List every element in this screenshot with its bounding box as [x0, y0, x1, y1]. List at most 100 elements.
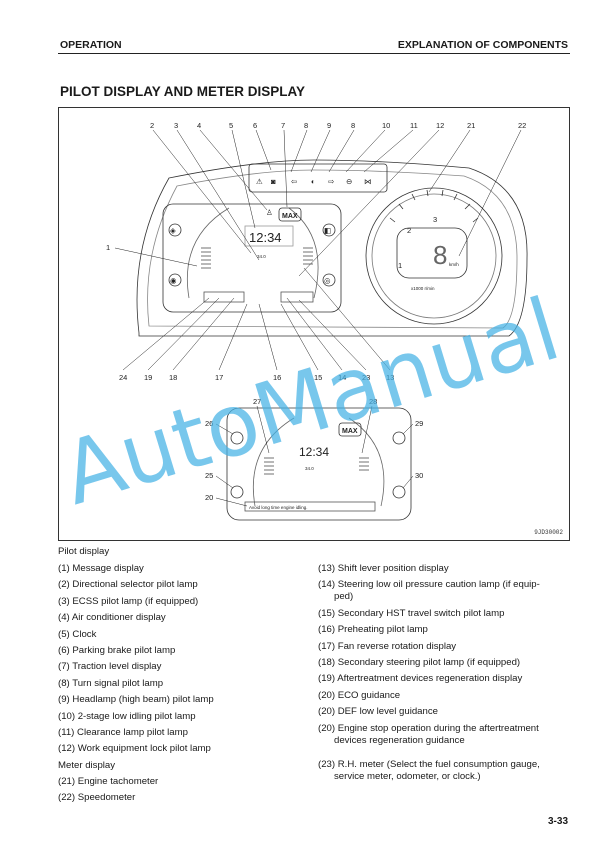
caution-icon: ⚠ — [256, 177, 263, 186]
callout-24: 24 — [119, 373, 127, 382]
callout-19: 19 — [144, 373, 152, 382]
left-item: (12) Work equipment lock pilot lamp — [58, 743, 211, 755]
callout-27: 27 — [253, 397, 261, 406]
left-item: (21) Engine tachometer — [58, 776, 159, 788]
caption-pilot-display: Pilot display — [58, 546, 110, 557]
figure-panel: ⚠ ◙ ⇦ ◐ ⇨ ⊖ ⋈ MAX 12:34 34.0 ♙ ◈ ◉ ◧ ◎ 8… — [58, 107, 570, 541]
left-gauge-bottom-icon: ◉ — [170, 276, 177, 285]
header-rule — [58, 53, 570, 54]
left-item: (22) Speedometer — [58, 792, 136, 804]
figure-code: 9JD30002 — [534, 529, 563, 536]
right-gauge-top-icon: ◧ — [324, 226, 331, 235]
right-item: (17) Fan reverse rotation display — [318, 640, 457, 652]
parking-brake-icon: ◙ — [271, 177, 276, 186]
callout-12: 12 — [436, 121, 444, 130]
header-chapter: EXPLANATION OF COMPONENTS — [397, 39, 568, 51]
left-item: (5) Clock — [58, 628, 97, 640]
callout-29: 29 — [415, 419, 423, 428]
page-number: 3-33 — [547, 816, 568, 827]
instrument-panel-diagram: ⚠ ◙ ⇦ ◐ ⇨ ⊖ ⋈ MAX 12:34 34.0 ♙ ◈ ◉ ◧ ◎ 8… — [106, 121, 528, 521]
left-item: (2) Directional selector pilot lamp — [58, 579, 198, 591]
right-item-list: (13) Shift lever position display (14) S… — [318, 563, 570, 787]
right-item: (18) Secondary steering pilot lamp (if e… — [318, 656, 521, 668]
callout-26: 26 — [205, 419, 213, 428]
right-gauge-top — [322, 223, 336, 237]
clearance-lamp-icon: ⊖ — [346, 177, 352, 186]
tach-mark-2: 2 — [407, 226, 411, 235]
right-item: (20) Engine stop operation during the af… — [318, 722, 539, 734]
clock-text: 12:34 — [249, 230, 282, 245]
right-item-cont: ped) — [334, 591, 354, 603]
callout-16: 16 — [273, 373, 281, 382]
callout-7: 7 — [281, 121, 285, 130]
callout-14: 14 — [338, 373, 346, 382]
max-box — [278, 207, 302, 222]
callout-22: 22 — [518, 121, 526, 130]
headlamp-icon: ◐ — [311, 177, 316, 186]
callout-9: 9 — [327, 121, 331, 130]
left-item: (6) Parking brake pilot lamp — [58, 644, 176, 656]
right-item: (23) R.H. meter (Select the fuel consump… — [318, 758, 540, 770]
bottom-readout-left — [203, 291, 245, 303]
page-title: PILOT DISPLAY AND METER DISPLAY — [60, 84, 306, 99]
right-item: (20) ECO guidance — [318, 689, 401, 701]
left-item-list: (1) Message display (2) Directional sele… — [58, 563, 308, 809]
callout-4: 4 — [197, 121, 201, 130]
header-section: OPERATION — [60, 39, 122, 51]
tach-mark-1: 1 — [398, 261, 402, 270]
callout-13: 13 — [386, 373, 394, 382]
right-item: (14) Steering low oil pressure caution l… — [318, 579, 540, 591]
callout-1: 1 — [106, 243, 110, 252]
pilot-lamp-icons: ⚠ ◙ ⇦ ◐ ⇨ ⊖ ⋈ — [256, 177, 372, 186]
pilot-lamp-row — [248, 163, 388, 193]
bottom-readout-right — [280, 291, 314, 303]
clock-area — [244, 225, 294, 247]
right-gauge-bottom-icon: ◎ — [324, 276, 331, 285]
speed-unit: km/h — [449, 262, 459, 267]
message-text: Avoid long time engine idling. — [249, 505, 307, 510]
speed-window — [396, 227, 468, 279]
callout-25: 25 — [205, 471, 213, 480]
callout-15: 15 — [314, 373, 322, 382]
left-gauge-top-icon: ◈ — [170, 226, 177, 235]
callout-8a: 8 — [304, 121, 308, 130]
callout-23: 23 — [362, 373, 370, 382]
right-item: (19) Aftertreatment devices regeneration… — [318, 673, 523, 685]
tach-mark-3: 3 — [433, 215, 437, 224]
left-gauge-bottom — [168, 273, 182, 287]
callout-8b: 8 — [351, 121, 355, 130]
right-item: (20) DEF low level guidance — [318, 706, 438, 718]
left-item: (7) Traction level display — [58, 661, 162, 673]
right-item-cont: devices regeneration guidance — [334, 734, 465, 746]
panel-outline — [136, 159, 528, 337]
left-item: (4) Air conditioner display — [58, 612, 166, 624]
left-item: (10) 2-stage low idling pilot lamp — [58, 710, 196, 722]
callout-11: 11 — [410, 121, 418, 130]
message-bar — [244, 501, 376, 512]
callout-6: 6 — [253, 121, 257, 130]
left-item: (8) Turn signal pilot lamp — [58, 677, 164, 689]
tachometer-dial — [365, 187, 503, 325]
callout-5: 5 — [229, 121, 233, 130]
bottom-callouts: 24 19 18 17 16 15 14 23 13 — [119, 373, 394, 382]
right-item: (13) Shift lever position display — [318, 563, 449, 574]
callout-20: 20 — [205, 493, 213, 502]
callout-18: 18 — [169, 373, 177, 382]
right-gauge-bottom — [322, 273, 336, 287]
detail-small-readout: 34.0 — [305, 466, 314, 471]
lower-callouts: 27 28 26 29 25 30 20 — [205, 397, 423, 502]
meter-display-heading: Meter display — [58, 759, 116, 771]
speed-digit: 8 — [433, 240, 447, 270]
panel-inner-outline — [147, 169, 518, 329]
right-item: (15) Secondary HST travel switch pilot l… — [318, 607, 505, 619]
top-callouts: 2 3 4 5 6 7 8 9 8 10 11 12 21 22 — [150, 121, 526, 130]
left-item: (11) Clearance lamp pilot lamp — [58, 726, 188, 738]
max-text: MAX — [282, 213, 298, 220]
callout-3: 3 — [174, 121, 178, 130]
left-display-window — [162, 203, 342, 313]
turn-right-icon: ⇨ — [328, 177, 335, 186]
detail-max-text: MAX — [342, 428, 358, 435]
left-item: (1) Message display — [58, 563, 144, 574]
right-item-cont: service meter, odometer, or clock.) — [334, 770, 481, 782]
callout-2: 2 — [150, 121, 154, 130]
